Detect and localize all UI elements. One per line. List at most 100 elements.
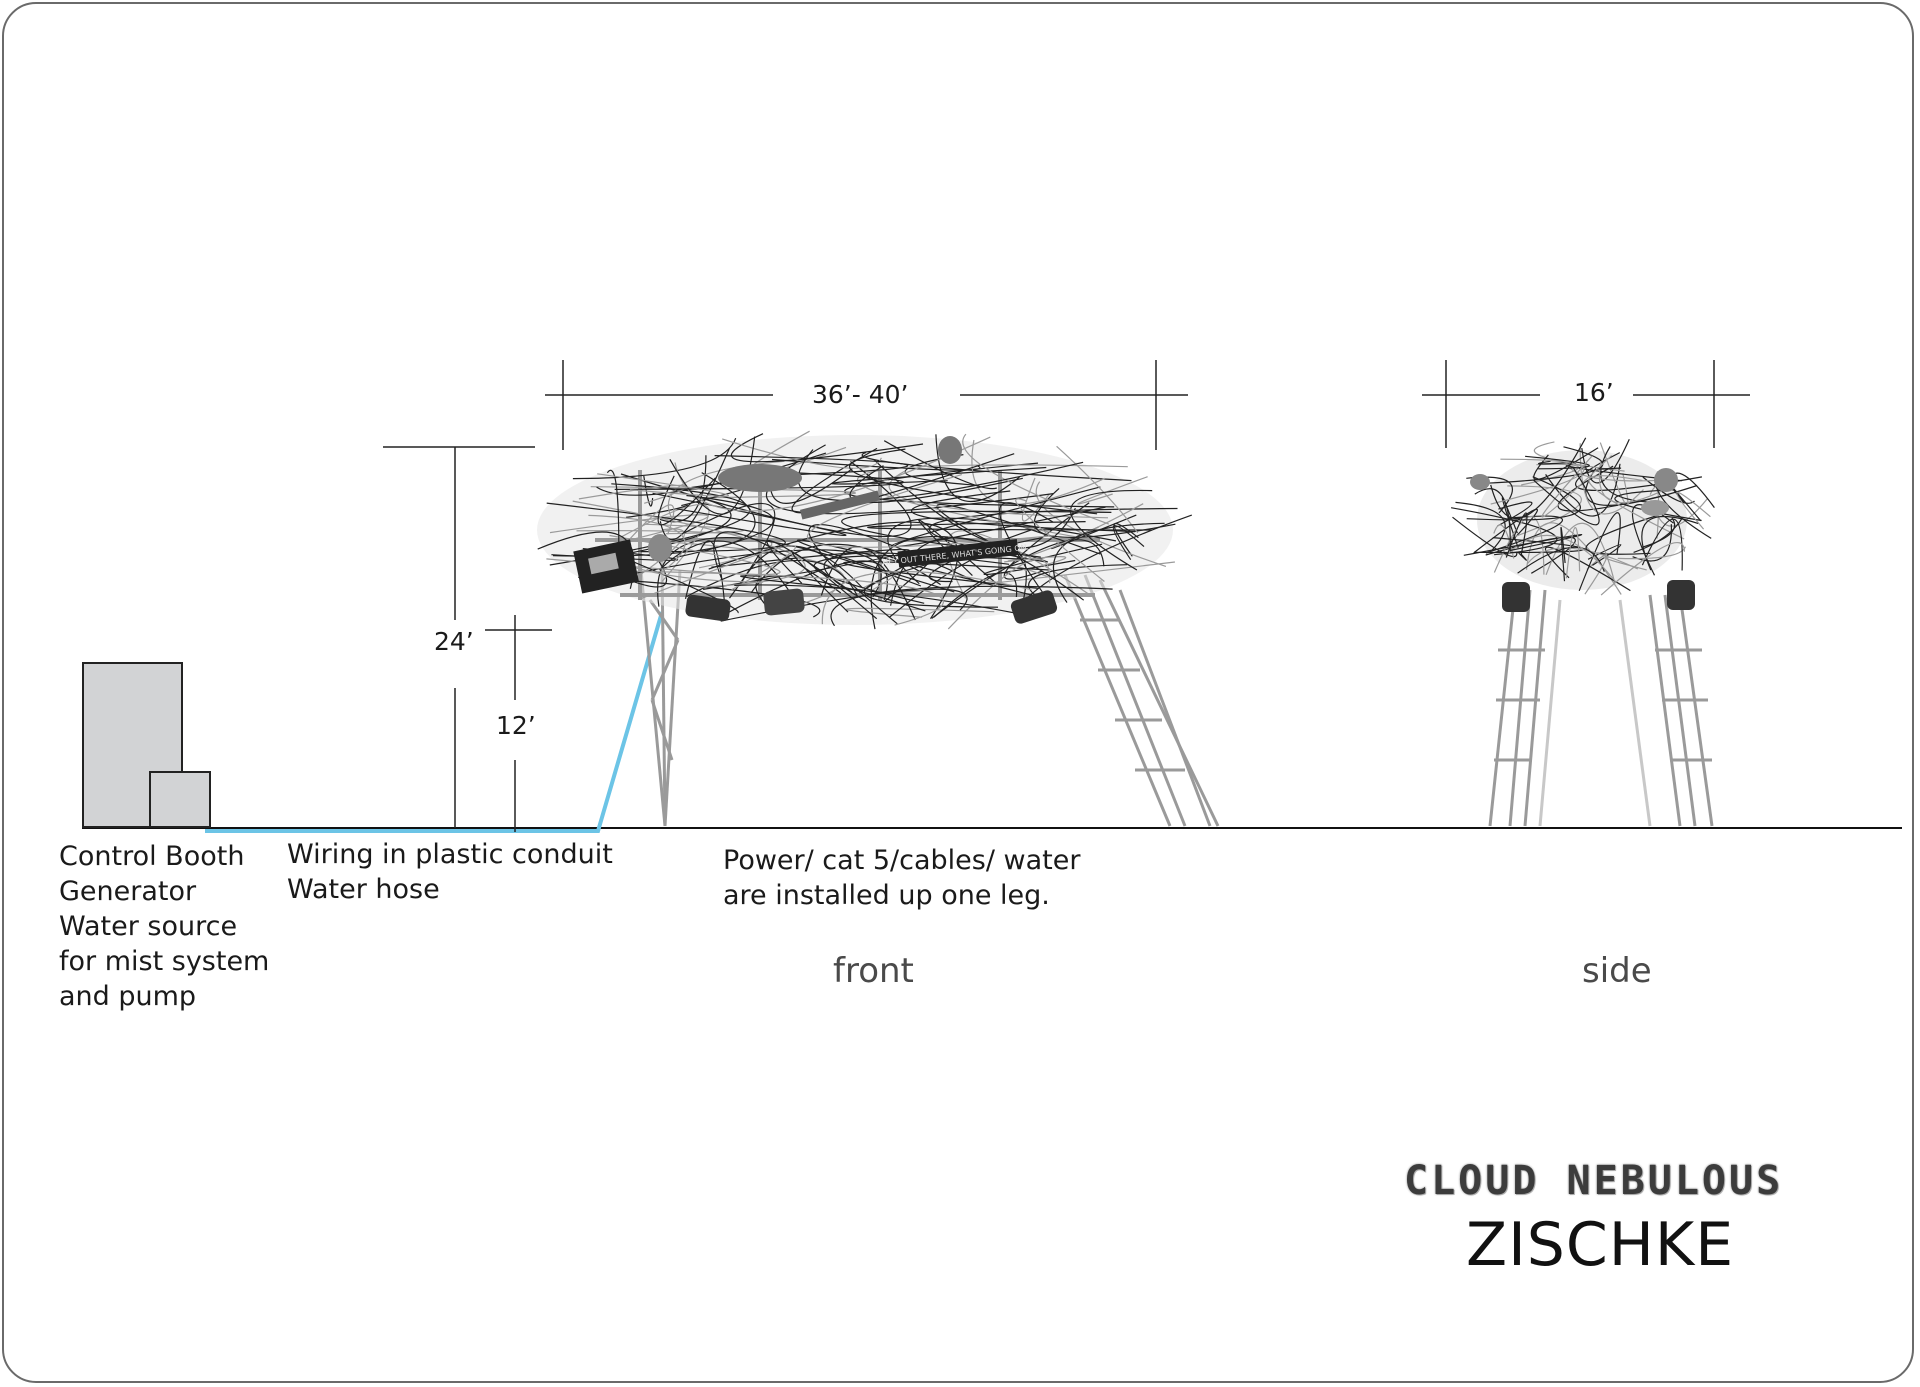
scribble-stroke (1641, 518, 1683, 571)
scribble-stroke (936, 503, 1101, 562)
label-line: Water source (59, 911, 238, 942)
side-view-caption: side (1582, 951, 1652, 991)
scribble-stroke (890, 537, 1085, 606)
label-line: and pump (59, 981, 197, 1012)
scribble-stroke (1018, 566, 1051, 578)
scribble-stroke (883, 440, 997, 490)
scribble-stroke (1525, 455, 1590, 470)
scribble-stroke (1490, 437, 1587, 519)
front-view-structure: HEY OUT THERE, WHAT'S GOING ON... (537, 430, 1220, 827)
scribble-stroke (1056, 445, 1139, 534)
control-booth-label: Control Booth Generator Water source for… (59, 839, 269, 1014)
scribble-stroke (1642, 517, 1676, 548)
scribble-stroke (638, 544, 796, 601)
scribble-stroke (659, 540, 796, 600)
scribble-stroke (1600, 542, 1685, 596)
scribble-stroke (1545, 463, 1621, 517)
scribble-stroke (1035, 481, 1167, 567)
scribble-stroke (1070, 489, 1153, 571)
installation-note: Power/ cat 5/cables/ water are installed… (723, 843, 1080, 913)
label-line: Wiring in plastic conduit (287, 839, 613, 870)
scribble-stroke (1517, 546, 1605, 574)
scribble-stroke (625, 570, 944, 626)
scribble-stroke (1598, 461, 1669, 504)
scribble-stroke (1490, 458, 1585, 505)
scribble-stroke (588, 514, 686, 574)
scribble-stroke (1052, 522, 1165, 603)
scribble-stroke (1003, 502, 1090, 580)
scribble-stroke (1021, 477, 1050, 522)
scribble-stroke (1544, 546, 1631, 592)
scribble-stroke (856, 464, 1128, 539)
scribble-stroke (1541, 455, 1613, 518)
height-dimension (383, 446, 535, 828)
scribble-stroke (1585, 467, 1698, 506)
scribble-stroke (714, 455, 909, 478)
scribble-stroke (1578, 512, 1621, 592)
scribble-stroke (546, 534, 781, 576)
scribble-stroke (572, 437, 737, 480)
scribble-stroke (821, 570, 1032, 625)
project-title: CLOUD NEBULOUS (1404, 1158, 1784, 1204)
leg-height-label: 12’ (496, 711, 536, 740)
generator-box (149, 771, 211, 828)
scribble-stroke (1505, 512, 1528, 558)
speaker-right (1010, 590, 1058, 624)
scribble-stroke (1560, 527, 1566, 582)
front-view-caption: front (833, 951, 914, 991)
scribble-stroke (1033, 487, 1176, 538)
height-label: 24’ (434, 627, 474, 656)
scribble-stroke (676, 494, 774, 558)
scribble-stroke (1485, 536, 1576, 574)
label-line: Power/ cat 5/cables/ water (723, 845, 1081, 876)
scribble-stroke (611, 549, 882, 598)
artist-name: ZISCHKE (1466, 1210, 1735, 1280)
scribble-stroke (683, 502, 776, 599)
label-line: Control Booth (59, 841, 245, 872)
leg-height-dimension (485, 615, 552, 832)
water-hose-line (205, 611, 664, 833)
scribble-stroke (1585, 514, 1659, 555)
scribble-stroke (935, 434, 1020, 503)
scribble-stroke (1466, 476, 1581, 521)
scribble-stroke (1676, 491, 1711, 530)
scribble-stroke (1112, 524, 1145, 561)
scribble-stroke (1497, 501, 1533, 527)
scribble-stroke (1598, 467, 1622, 470)
scribble-stroke (1004, 556, 1067, 567)
scribble-stroke (1463, 534, 1583, 556)
scribble-stroke (1493, 515, 1545, 575)
scribble-stroke (1581, 438, 1630, 484)
side-speaker-right (1667, 580, 1695, 610)
scribble-stroke (1603, 556, 1647, 571)
scribble-stroke (911, 490, 1136, 533)
scribble-stroke (983, 543, 1103, 576)
front-width-label: 36’- 40’ (812, 380, 909, 409)
scribble-stroke (1533, 441, 1625, 472)
scribble-stroke (722, 438, 882, 469)
scribble-stroke (766, 539, 853, 593)
scribble-stroke (946, 530, 1095, 599)
scribble-stroke (1474, 488, 1511, 552)
scribble-stroke (1507, 485, 1582, 540)
label-line: Generator (59, 876, 197, 907)
scribble-stroke (1533, 467, 1600, 526)
scribble-stroke (1077, 476, 1148, 505)
scribble-stroke (664, 541, 845, 612)
scribble-stroke (1518, 552, 1527, 561)
scribble-stroke (843, 560, 1050, 589)
scribble-stroke (659, 447, 731, 541)
scribble-stroke (625, 504, 689, 518)
side-width-label: 16’ (1574, 378, 1614, 407)
scribble-stroke (1633, 518, 1683, 553)
scribble-stroke (657, 475, 716, 526)
scribble-stroke (740, 575, 864, 591)
label-line: Water hose (287, 874, 440, 905)
speaker-left (685, 594, 731, 622)
scribble-stroke (620, 504, 710, 582)
scribble-stroke (830, 585, 1113, 627)
side-width-dimension (1422, 360, 1750, 448)
scribble-stroke (831, 466, 1047, 485)
side-speaker-left (1502, 582, 1530, 612)
